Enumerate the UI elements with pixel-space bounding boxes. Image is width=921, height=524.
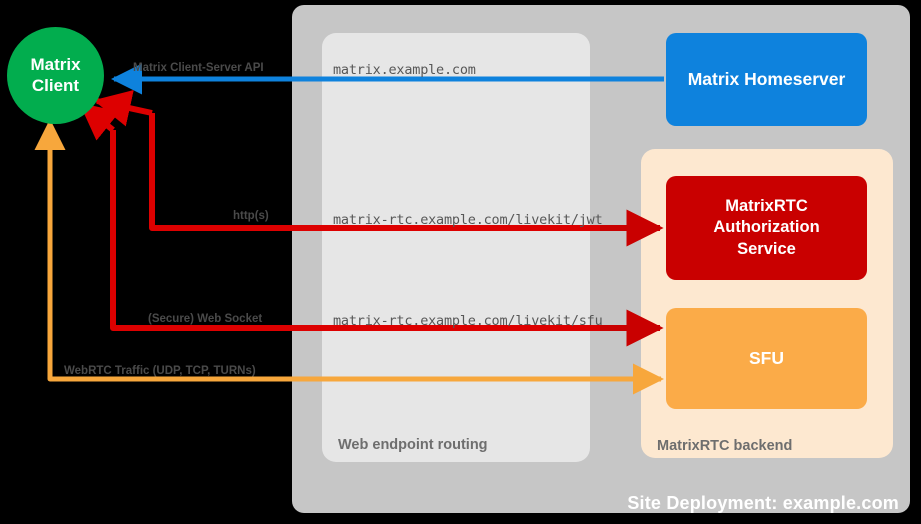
node-matrixrtc-authorization-service[interactable]: MatrixRTC Authorization Service xyxy=(666,176,867,280)
group-label-site-deployment: Site Deployment: example.com xyxy=(627,493,899,513)
protocol-label-https: http(s) xyxy=(233,210,269,222)
group-label-web-endpoint-routing: Web endpoint routing xyxy=(338,437,488,453)
matrix-client-label-line2: Client xyxy=(31,75,80,95)
matrix-client-label-line1: Matrix xyxy=(30,55,81,75)
arrow-websocket-sfu-line xyxy=(110,130,658,331)
auth-service-label-line1: MatrixRTC xyxy=(725,196,808,215)
arrow-https-jwt-head xyxy=(93,89,153,127)
group-label-matrixrtc-backend: MatrixRTC backend xyxy=(657,438,793,454)
web-endpoint-routing-group xyxy=(322,33,590,462)
protocol-label-webrtc: WebRTC Traffic (UDP, TCP, TURNs) xyxy=(64,365,256,377)
node-matrix-client[interactable]: Matrix Client xyxy=(7,27,104,124)
protocol-label-websocket: (Secure) Web Socket xyxy=(148,313,263,325)
endpoint-url-sfu: matrix-rtc.example.com/livekit/sfu xyxy=(333,313,603,329)
arrow-webrtc-traffic-line xyxy=(47,130,658,382)
protocol-label-client-server-api: Matrix Client-Server API xyxy=(133,62,264,74)
node-sfu[interactable]: SFU xyxy=(666,308,867,409)
auth-service-label-line3: Service xyxy=(737,239,796,258)
node-matrix-homeserver[interactable]: Matrix Homeserver xyxy=(666,33,867,126)
endpoint-url-jwt: matrix-rtc.example.com/livekit/jwt xyxy=(333,212,603,228)
endpoint-url-matrix: matrix.example.com xyxy=(333,62,476,78)
sfu-label: SFU xyxy=(749,348,784,368)
arrow-https-jwt-response xyxy=(149,113,658,231)
matrix-homeserver-label: Matrix Homeserver xyxy=(687,69,846,89)
auth-service-label-line2: Authorization xyxy=(713,218,820,237)
